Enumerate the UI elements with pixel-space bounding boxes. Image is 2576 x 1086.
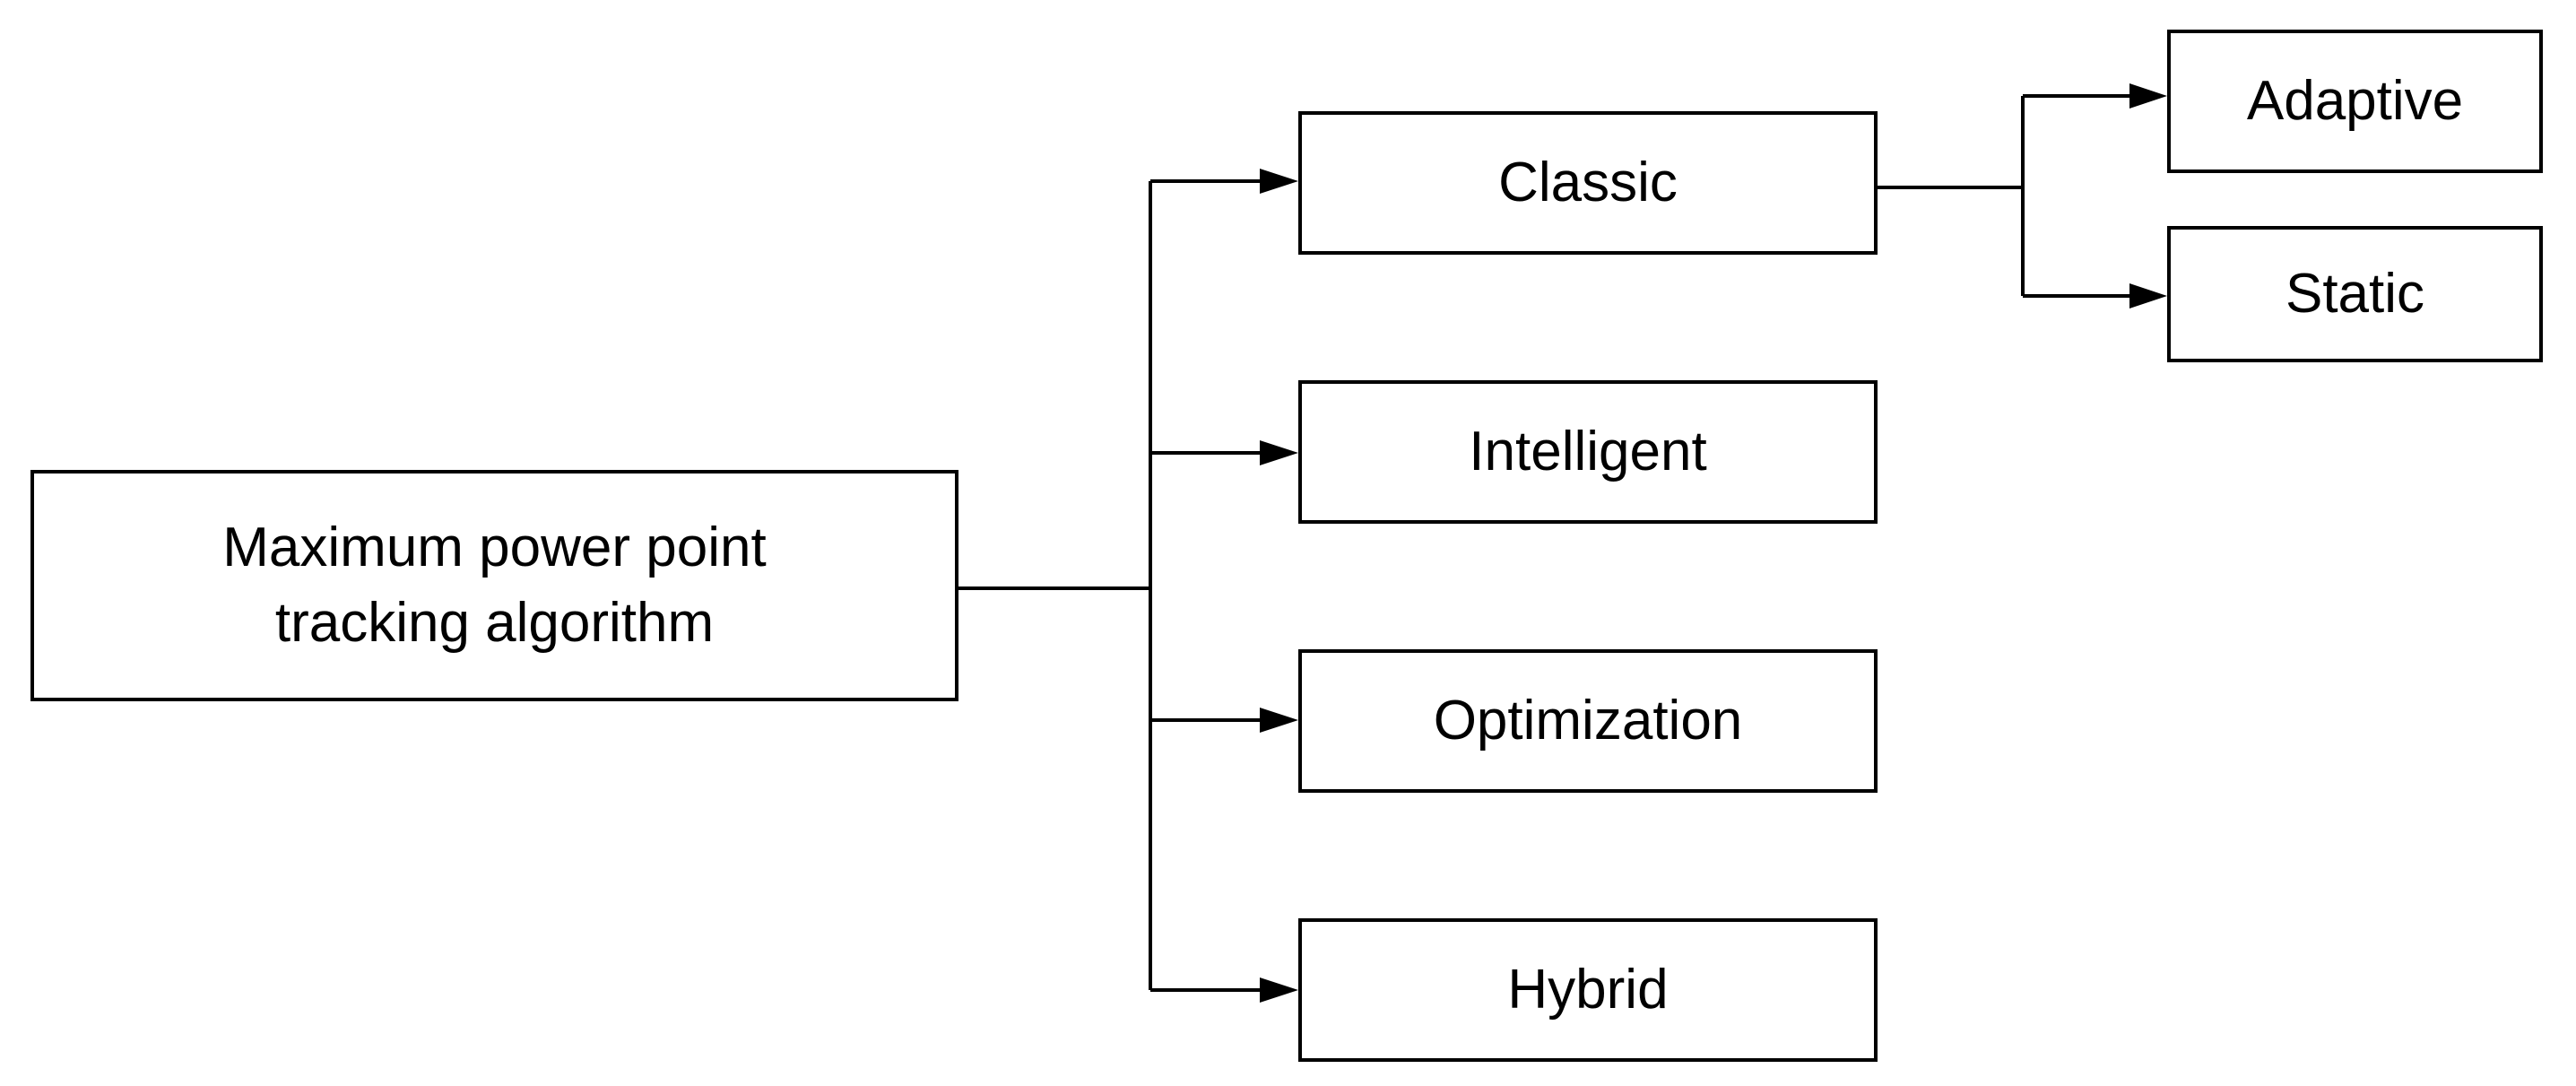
- root-node-label-line2: tracking algorithm: [274, 592, 715, 654]
- arrowhead-classic-icon: [1260, 169, 1298, 194]
- arrowhead-intelligent-icon: [1260, 440, 1298, 465]
- arrowhead-hybrid-icon: [1260, 977, 1298, 1003]
- arrow-to-adaptive: [2023, 94, 2132, 98]
- arrow-to-intelligent: [1150, 451, 1262, 455]
- subtype-node-adaptive: Adaptive: [2167, 30, 2543, 173]
- arrowhead-adaptive-icon: [2129, 83, 2167, 109]
- root-node-mppt-algorithm: Maximum power point tracking algorithm: [30, 470, 958, 701]
- category-label-classic: Classic: [1498, 152, 1678, 214]
- arrowhead-optimization-icon: [1260, 708, 1298, 733]
- category-node-hybrid: Hybrid: [1298, 918, 1878, 1062]
- category-node-classic: Classic: [1298, 111, 1878, 255]
- category-node-intelligent: Intelligent: [1298, 380, 1878, 524]
- category-node-optimization: Optimization: [1298, 649, 1878, 793]
- arrow-to-static: [2023, 294, 2132, 298]
- root-node-label-line1: Maximum power point: [222, 517, 767, 579]
- arrow-to-optimization: [1150, 718, 1262, 722]
- subtype-label-adaptive: Adaptive: [2246, 70, 2464, 133]
- arrowhead-static-icon: [2129, 283, 2167, 308]
- subtype-label-static: Static: [2285, 263, 2425, 326]
- subtype-node-static: Static: [2167, 226, 2543, 362]
- category-label-optimization: Optimization: [1433, 690, 1743, 752]
- category-label-hybrid: Hybrid: [1507, 959, 1669, 1021]
- arrow-to-hybrid: [1150, 988, 1262, 992]
- arrow-to-classic: [1150, 179, 1262, 183]
- category-label-intelligent: Intelligent: [1469, 421, 1707, 483]
